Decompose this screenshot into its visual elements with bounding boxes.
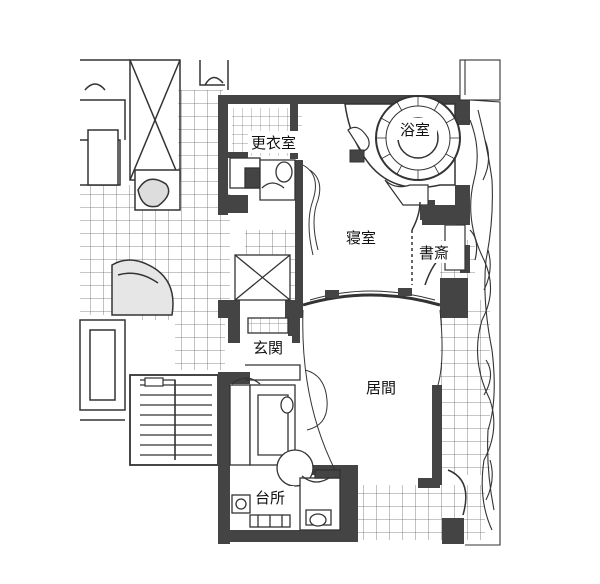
kitchen-fixtures (229, 384, 341, 531)
neighbor-structure-left (79, 259, 174, 421)
room-label-entrance: 玄関 (253, 339, 283, 357)
landscaping-right (459, 59, 501, 546)
room-label-dressing: 更衣室 (251, 134, 296, 152)
entrance-fixtures (231, 254, 328, 431)
bath-area (344, 95, 461, 206)
room-label-bath: 浴室 (400, 121, 430, 139)
room-label-living: 居間 (366, 379, 396, 397)
room-label-kitchen: 台所 (255, 489, 285, 507)
dressing-room-fixtures (229, 157, 321, 256)
staircase (129, 374, 219, 466)
room-label-study: 書斎 (419, 244, 449, 262)
room-label-bedroom: 寝室 (346, 229, 376, 247)
room-labels: 更衣室 浴室 寝室 書斎 玄関 居間 台所 (248, 118, 458, 508)
neighbor-building (80, 59, 229, 211)
